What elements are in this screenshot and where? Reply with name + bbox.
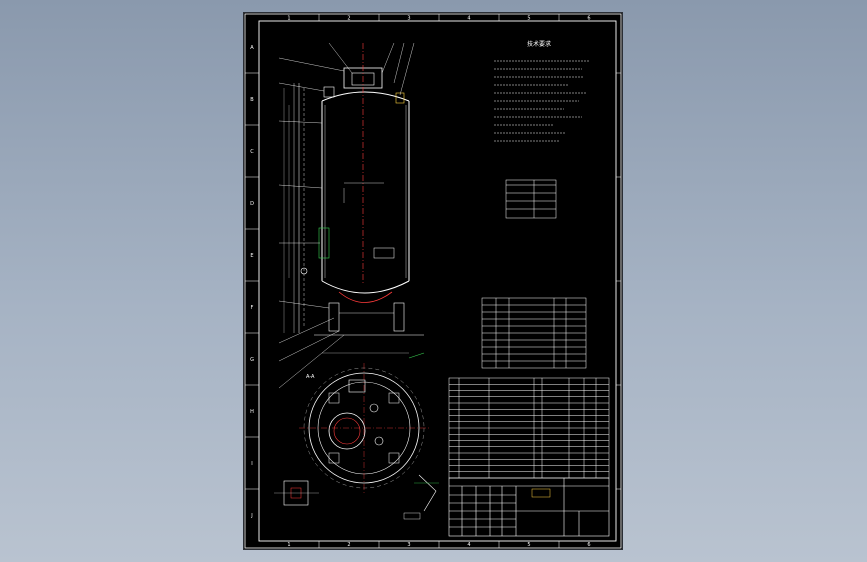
zone-col-label: 2 <box>347 542 350 548</box>
zone-col-label: 5 <box>527 16 530 22</box>
zone-ticks <box>245 14 621 548</box>
zone-col-label: 1 <box>287 542 290 548</box>
zone-row-label: F <box>251 305 254 311</box>
zone-row-label: E <box>250 253 253 259</box>
zone-col-label: 5 <box>527 542 530 548</box>
zone-row-label: J <box>250 513 252 519</box>
zone-row-label: C <box>250 149 254 155</box>
zone-row-label: G <box>250 357 254 363</box>
zone-col-label: 3 <box>407 542 410 548</box>
parts-list <box>448 377 610 479</box>
zone-col-label: 1 <box>287 16 290 22</box>
zone-col-label: 4 <box>467 542 470 548</box>
outer-frame <box>244 13 622 549</box>
technical-requirements: 技术要求 <box>494 40 589 142</box>
title-block <box>448 477 610 537</box>
zone-row-label: H <box>250 409 254 415</box>
zone-col-label: 6 <box>587 542 590 548</box>
zone-col-label: 2 <box>347 16 350 22</box>
zone-row-label: D <box>250 201 254 207</box>
zone-row-label: A <box>250 45 254 51</box>
nozzle-table <box>481 297 587 369</box>
zone-col-label: 4 <box>467 16 470 22</box>
zone-col-label: 6 <box>587 16 590 22</box>
inner-frame <box>258 20 617 542</box>
section-view <box>299 352 429 493</box>
vessel-front-view <box>278 42 424 389</box>
zone-col-label: 3 <box>407 16 410 22</box>
section-label: A-A <box>306 374 315 380</box>
zone-row-label: B <box>250 97 254 103</box>
zone-row-label: I <box>251 461 252 467</box>
detail-views <box>274 474 439 520</box>
design-data-table <box>505 179 557 219</box>
tech-title: 技术要求 <box>527 40 551 48</box>
